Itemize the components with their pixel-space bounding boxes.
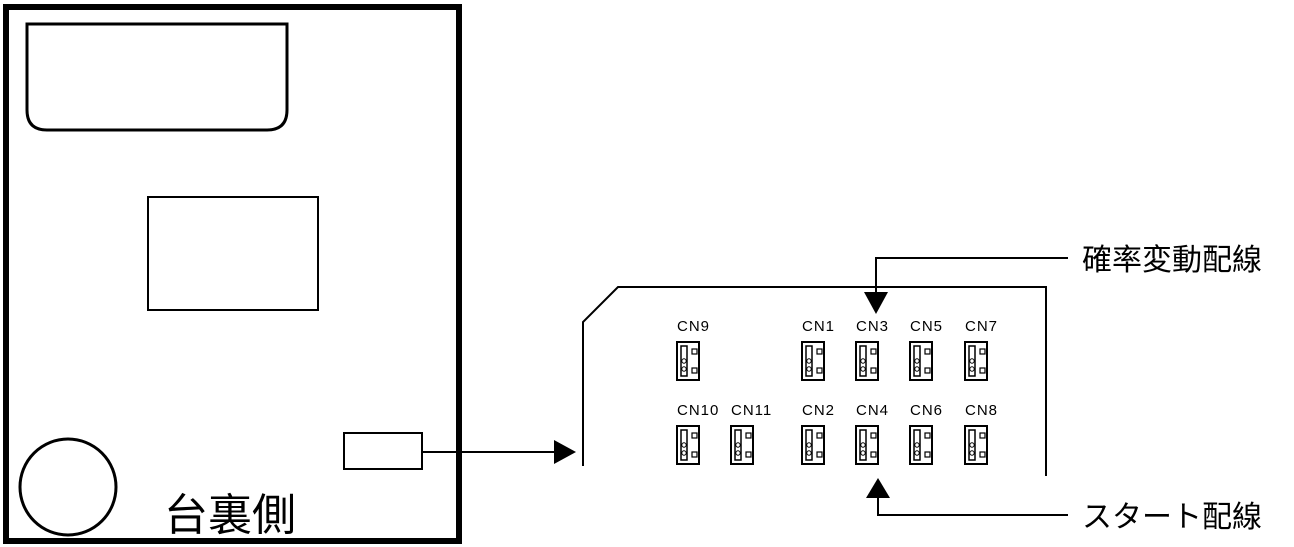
connector-cn8-symbol	[964, 425, 988, 465]
connector-label-cn10: CN10	[677, 402, 719, 419]
board-back-side: 台裏側	[3, 4, 462, 544]
detail-pointer-arrow	[422, 440, 576, 464]
connector-cn1-symbol	[801, 341, 825, 381]
callout-top-label: 確率変動配線	[1082, 243, 1262, 278]
board-outline	[3, 4, 462, 544]
connector-label-cn1: CN1	[802, 318, 835, 335]
callout-bottom-arrowhead	[866, 478, 890, 498]
board-top-window	[25, 22, 289, 132]
connector-cn5-symbol	[909, 341, 933, 381]
connector-cn3-symbol	[855, 341, 879, 381]
board-round-hole	[18, 437, 118, 537]
connector-symbols	[676, 341, 988, 465]
connector-label-cn5: CN5	[910, 318, 943, 335]
board-side-label: 台裏側	[164, 490, 296, 541]
callout-bottom-leader	[877, 497, 1068, 516]
callout-bottom-label: スタート配線	[1082, 500, 1262, 535]
connector-cn10-symbol	[676, 425, 700, 465]
callout-top-leader	[875, 257, 1068, 294]
callout-bottom: スタート配線	[866, 478, 1262, 535]
connector-cn4-symbol	[855, 425, 879, 465]
connector-cn9-symbol	[676, 341, 700, 381]
connector-label-cn11: CN11	[731, 402, 772, 419]
connector-cn11-symbol	[730, 425, 754, 465]
callout-top-arrowhead	[864, 292, 888, 314]
board-center-panel	[147, 196, 319, 311]
callout-top: 確率変動配線	[864, 243, 1262, 314]
connector-label-cn2: CN2	[802, 402, 835, 419]
detail-outline	[582, 286, 1047, 476]
board-connector-block	[343, 432, 423, 470]
connector-label-cn8: CN8	[965, 402, 998, 419]
connector-cn2-symbol	[801, 425, 825, 465]
connector-cn7-symbol	[964, 341, 988, 381]
connector-label-cn3: CN3	[856, 318, 889, 335]
connector-cn6-symbol	[909, 425, 933, 465]
connector-label-cn4: CN4	[856, 402, 889, 419]
connector-label-cn7: CN7	[965, 318, 998, 335]
connector-label-cn6: CN6	[910, 402, 943, 419]
connector-label-cn9: CN9	[677, 318, 710, 335]
